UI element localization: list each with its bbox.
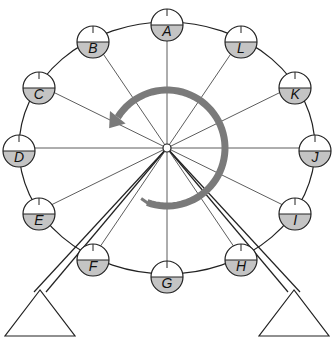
- support-legs: [5, 148, 329, 336]
- gondola: K: [278, 71, 312, 105]
- gondola: B: [76, 25, 110, 59]
- gondola: A: [150, 8, 184, 42]
- leg-line: [46, 148, 167, 292]
- gondola: D: [2, 134, 36, 168]
- gondola: J: [298, 134, 332, 168]
- spoke: [19, 148, 167, 149]
- gondola: G: [150, 260, 184, 294]
- gondola: F: [76, 243, 110, 277]
- gondola: H: [224, 243, 258, 277]
- leg-base: [259, 290, 329, 336]
- wheel-hub: [163, 144, 171, 152]
- gondola-letter: A: [150, 24, 184, 38]
- wheel-rim: [19, 22, 315, 274]
- arrow-tail: [141, 199, 151, 206]
- gondola-letter: L: [224, 41, 258, 55]
- gondola-letter: D: [2, 150, 36, 164]
- gondola-letter: C: [22, 87, 56, 101]
- leg-line: [167, 148, 288, 292]
- gondola-letter: G: [150, 276, 184, 290]
- leg-base: [5, 290, 75, 336]
- gondola-letter: H: [224, 259, 258, 273]
- spoke: [167, 148, 168, 274]
- rotation-arrow: [118, 90, 225, 206]
- spoke: [167, 148, 315, 149]
- spoke: [39, 148, 167, 211]
- spokes: [19, 22, 315, 274]
- gondola: I: [278, 197, 312, 231]
- gondola-letter: F: [76, 259, 110, 273]
- gondola-letter: I: [278, 213, 312, 227]
- gondola-letter: B: [76, 41, 110, 55]
- arrow-head: [109, 111, 126, 128]
- gondola: L: [224, 25, 258, 59]
- gondola: C: [22, 71, 56, 105]
- gondola-letter: J: [298, 150, 332, 164]
- gondola-letter: E: [22, 213, 56, 227]
- gondola: E: [22, 197, 56, 231]
- gondola-letter: K: [278, 87, 312, 101]
